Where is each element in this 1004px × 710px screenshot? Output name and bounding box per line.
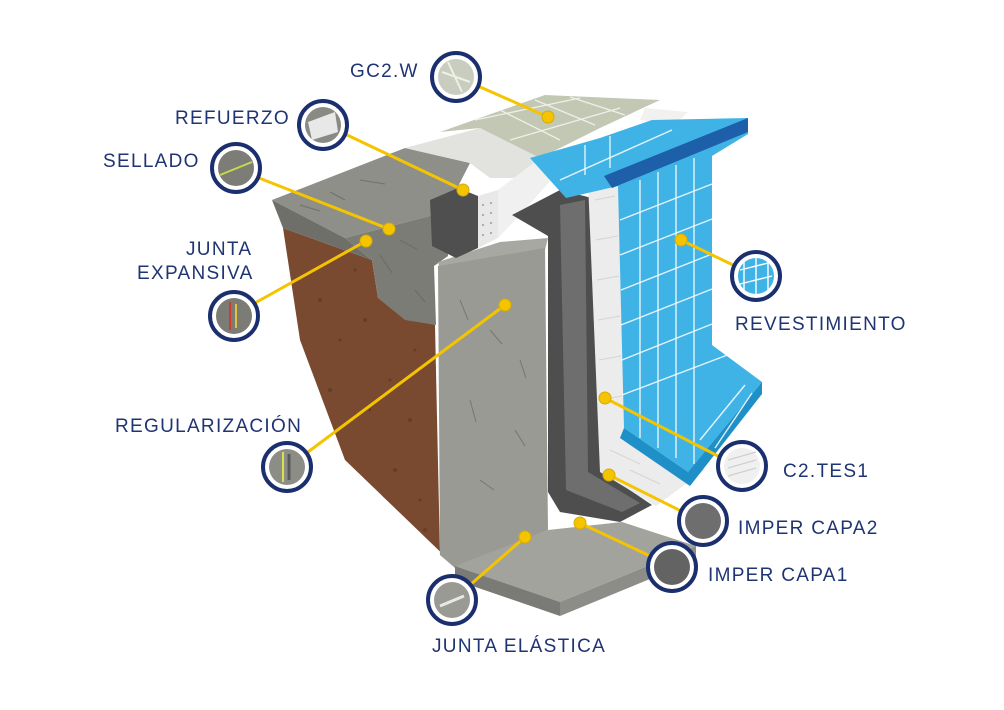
adhesive-layer — [588, 175, 705, 506]
sealing-top-area — [405, 128, 540, 178]
upper-adhesive-band — [498, 158, 560, 238]
leader-sellado — [258, 176, 390, 231]
reinforcement-mesh — [478, 190, 498, 248]
imper-capa2-thumbnail — [677, 495, 729, 547]
concrete-texture — [299, 179, 426, 303]
left-concrete-side-face — [272, 200, 372, 260]
anchor-dot-regularizacion — [498, 298, 512, 312]
upper-waterproofing-band — [430, 188, 478, 258]
pool-tile-wall — [530, 118, 762, 472]
base-slab-front — [455, 566, 560, 616]
label-junta-expansiva-line1: JUNTA — [186, 239, 252, 260]
c2tes1-thumbnail — [716, 440, 768, 492]
label-sellado: SELLADO — [103, 151, 200, 172]
pool-coping-edge — [604, 118, 748, 188]
leader-imper-capa1 — [579, 521, 651, 558]
anchor-dot-junta-elastica — [518, 530, 532, 544]
revestimiento-thumbnail — [730, 250, 782, 302]
label-imper-capa1: IMPER CAPA1 — [708, 565, 849, 586]
leader-lines — [254, 84, 734, 587]
junta-elastica-thumbnail — [426, 574, 478, 626]
refuerzo-thumbnail — [297, 99, 349, 151]
pool-tile-shade — [620, 382, 762, 486]
anchor-dot-gc2w — [541, 110, 555, 124]
anchor-dot-imper-capa1 — [573, 516, 587, 530]
mesh-dots — [482, 202, 492, 236]
tile-grid — [559, 129, 753, 464]
anchor-dot-junta-expansiva — [359, 234, 373, 248]
cross-section-illustration — [272, 95, 762, 616]
leader-junta-elastica — [469, 535, 526, 587]
junta-expansiva-thumbnail — [208, 290, 260, 342]
anchor-dot-sellado — [382, 222, 396, 236]
imper-capa1-thumbnail — [646, 541, 698, 593]
label-imper-capa2: IMPER CAPA2 — [738, 518, 879, 539]
imper-capa2-layer — [560, 200, 640, 512]
base-slab-top — [455, 522, 696, 602]
label-refuerzo: REFUERZO — [175, 108, 290, 129]
top-floor-tiles — [440, 95, 660, 158]
anchor-dot-c2tes1 — [598, 391, 612, 405]
leader-gc2w — [477, 84, 549, 119]
anchor-dot-imper-capa2 — [602, 468, 616, 482]
sellado-thumbnail — [210, 142, 262, 194]
label-junta-elastica: JUNTA ELÁSTICA — [432, 636, 606, 657]
label-c2tes1: C2.TES1 — [783, 461, 869, 482]
label-junta-expansiva-line2: EXPANSIVA — [137, 263, 254, 284]
regularizacion-thumbnail — [261, 441, 313, 493]
label-gc2w: GC2.W — [350, 61, 419, 82]
label-revestimiento: REVESTIMIENTO — [735, 314, 907, 335]
leader-revestimiento — [680, 238, 734, 267]
callout-thumbnails — [208, 51, 782, 626]
leader-junta-expansiva — [254, 239, 367, 305]
label-regularizacion: REGULARIZACIÓN — [115, 415, 302, 437]
regularization-wall-front — [438, 248, 548, 568]
anchor-dot-revestimiento — [674, 233, 688, 247]
soil-face — [283, 228, 455, 566]
soil-texture — [318, 268, 427, 532]
wall-texture — [459, 299, 527, 491]
anchor-dot-refuerzo — [456, 183, 470, 197]
leader-refuerzo — [344, 132, 464, 192]
leader-regularizacion — [307, 303, 506, 454]
gc2w-thumbnail — [430, 51, 482, 103]
leader-c2tes1 — [604, 396, 721, 459]
leader-imper-capa2 — [608, 473, 682, 513]
callout-labels: GC2.W REFUERZO SELLADO JUNTA EXPANSIVA R… — [103, 61, 907, 657]
